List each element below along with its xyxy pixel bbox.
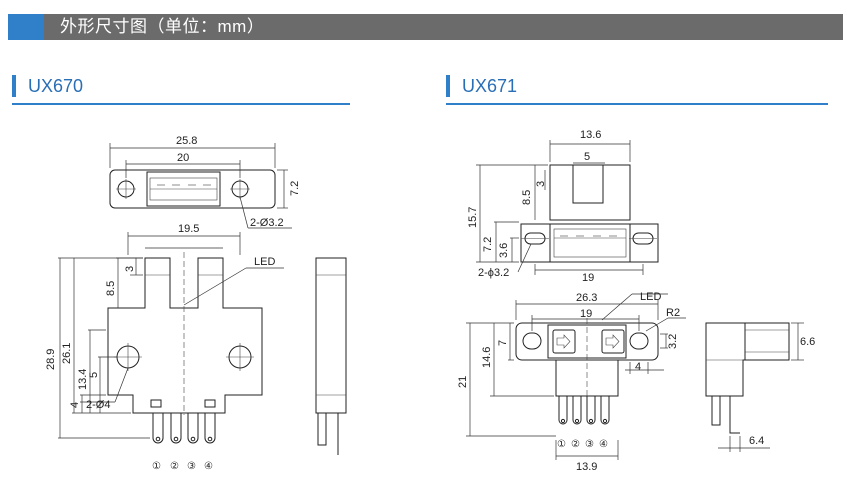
ux671-pin-2: ②: [571, 439, 580, 450]
ux671-front-h-7: 7: [497, 340, 509, 346]
section-ux670: UX670: [12, 75, 350, 105]
header-accent: [8, 14, 44, 40]
ux671-top-view: 13.6 5 3 8.5 15.7 7.2 3.6 19 2-ϕ3.2: [467, 129, 659, 284]
ux670-hole-label: 2-Ø4: [86, 399, 110, 411]
ux671-front-w-outer: 26.3: [576, 292, 597, 304]
ux671-top-h-72: 7.2: [482, 237, 494, 252]
ux671-front-h-21: 21: [457, 376, 469, 388]
ux671-top-h-total: 15.7: [467, 207, 479, 228]
ux671-top-hole: 2-ϕ3.2: [478, 267, 509, 279]
ux670-dim-slot-depth: 3: [124, 266, 136, 272]
ux670-top-hole: 2-Ø3.2: [250, 217, 284, 229]
ux670-dim-h-hole: 13.4: [77, 369, 89, 390]
ux670-pin-2: ②: [170, 461, 179, 472]
ux670-dim-h-5: 5: [88, 372, 100, 378]
ux670-pin-3: ③: [187, 461, 196, 472]
ux671-front-view: ① ② ③ ④ 26.3 19 LED R2 21 14.6 7 4 3.2 1…: [457, 291, 686, 473]
ux670-dim-h-body: 26.1: [61, 343, 73, 364]
ux671-top-w-19: 19: [582, 272, 594, 284]
ux670-top-view: 25.8 20 7.2 2-Ø3.2: [109, 135, 301, 229]
ux670-top-w-outer: 25.8: [176, 135, 197, 147]
ux671-top-slot-depth: 3: [535, 181, 547, 187]
ux671-pin-1: ①: [557, 439, 566, 450]
ux670-pin-1: ①: [152, 461, 161, 472]
ux671-side-view: 6.6 6.4: [705, 322, 815, 452]
ux670-pin-4: ④: [204, 461, 213, 472]
ux670-front-view: ① ② ③ ④ 19.5 28.9 26.1 13.4 5 4 8.5 3 2-…: [45, 223, 284, 472]
ux671-top-slot: 5: [584, 151, 590, 163]
ux671-pin-3: ③: [585, 439, 594, 450]
ux671-front-w-inner: 19: [580, 308, 592, 320]
ux670-led-label: LED: [254, 256, 275, 268]
ux671-top-h-36: 3.6: [498, 243, 510, 258]
ux671-front-w-base: 13.9: [576, 461, 597, 473]
page-title: 外形尺寸图（单位：mm）: [60, 17, 265, 36]
ux671-side-w: 6.4: [749, 435, 764, 447]
ux671-top-w-top: 13.6: [580, 129, 601, 141]
ux670-top-h: 7.2: [289, 181, 301, 196]
ux671-led-label: LED: [640, 291, 661, 303]
ux671-front-h-32: 3.2: [667, 334, 679, 349]
ux671-front-h-146: 14.6: [481, 347, 493, 368]
ux671-top-arm: 8.5: [521, 190, 533, 205]
header-banner: 外形尺寸图（单位：mm）: [8, 14, 843, 40]
ux671-pin-4: ④: [599, 439, 608, 450]
ux670-side-view: [315, 257, 347, 455]
ux671-front-radius: R2: [666, 307, 680, 319]
section-title-ux671: UX671: [462, 76, 518, 96]
section-ux671: UX671: [446, 75, 828, 105]
ux671-front-w-4: 4: [635, 361, 641, 373]
ux670-dim-slot-w: 19.5: [178, 223, 199, 235]
ux670-dim-h-total: 28.9: [45, 349, 57, 370]
section-title-ux670: UX670: [28, 76, 84, 96]
ux670-dim-arm: 8.5: [105, 281, 117, 296]
ux670-dim-h-4: 4: [69, 402, 81, 408]
ux670-top-w-inner: 20: [177, 152, 189, 164]
ux671-side-h: 6.6: [800, 336, 815, 348]
